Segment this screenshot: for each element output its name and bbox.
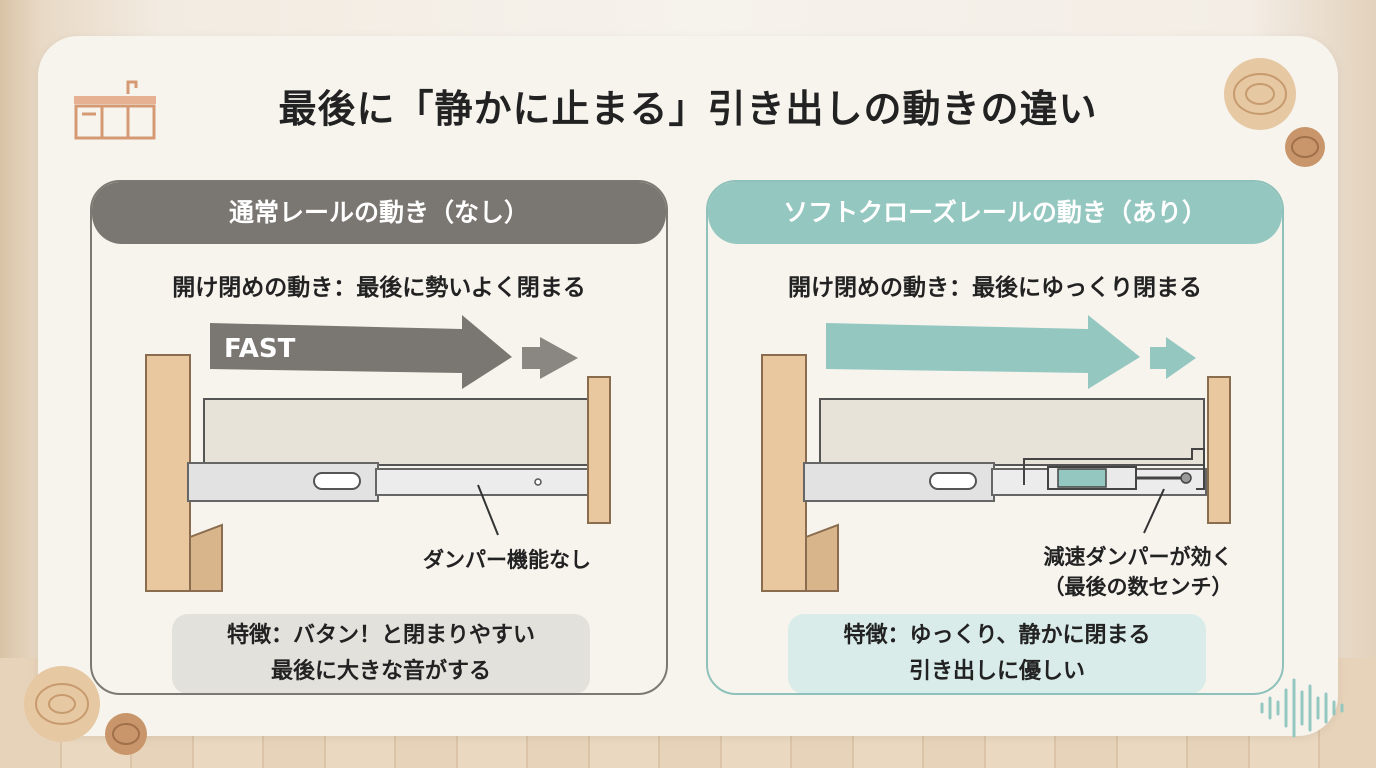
wall-shadow xyxy=(805,523,839,592)
drawer-front xyxy=(1207,376,1231,524)
soft-close-panel: ソフトクローズレールの動き（あり） 開け閉めの動き：最後にゆっくり閉まる 減速ダ… xyxy=(706,180,1284,695)
wood-slice-icon xyxy=(1224,58,1296,130)
normal-rail-feature: 特徴：バタン！と閉まりやすい 最後に大きな音がする xyxy=(172,614,590,693)
wall-shadow xyxy=(189,523,223,592)
wood-slice-small-icon xyxy=(1285,127,1325,167)
rail-slot xyxy=(929,472,977,490)
damper-callout: 減速ダンパーが効く （最後の数センチ） xyxy=(1018,542,1258,602)
cabinet-wall xyxy=(145,354,191,592)
damper-callout-line1: 減速ダンパーが効く xyxy=(1043,545,1233,569)
soft-feature-line2: 引き出しに優しい xyxy=(908,659,1085,684)
normal-feature-line1: 特徴：バタン！と閉まりやすい xyxy=(226,623,535,648)
fast-label: FAST xyxy=(224,334,296,364)
damper-pivot xyxy=(1180,472,1192,484)
drawer-box xyxy=(819,398,1205,466)
soft-close-diagram xyxy=(761,315,1231,592)
soft-close-subtitle: 開け閉めの動き：最後にゆっくり閉まる xyxy=(788,275,1202,301)
slow-arrow xyxy=(826,315,1140,389)
normal-rail-header: 通常レールの動き（なし） xyxy=(92,182,666,244)
no-damper-callout: ダンパー機能なし xyxy=(423,548,591,572)
damper-fluid xyxy=(1057,468,1107,488)
damper-bracket xyxy=(1023,448,1205,490)
fast-arrow xyxy=(210,315,512,389)
small-arrow-teal xyxy=(1150,337,1196,379)
small-arrow xyxy=(522,337,578,379)
normal-rail-subtitle: 開け閉めの動き：最後に勢いよく閉まる xyxy=(172,275,586,301)
rail-slot xyxy=(313,472,361,490)
rail-screw xyxy=(534,478,542,486)
damper-callout-line2: （最後の数センチ） xyxy=(1043,575,1233,599)
normal-rail-diagram xyxy=(145,315,611,592)
sound-wave-icon xyxy=(1260,678,1344,738)
normal-feature-line2: 最後に大きな音がする xyxy=(270,659,491,684)
drawer-front xyxy=(587,376,611,524)
cabinet-wall xyxy=(761,354,807,592)
callout-line xyxy=(477,484,499,536)
wood-slice-bottom-small-icon xyxy=(105,713,147,755)
soft-close-header: ソフトクローズレールの動き（あり） xyxy=(708,182,1282,244)
drawer-box xyxy=(203,398,589,466)
soft-close-feature: 特徴：ゆっくり、静かに閉まる 引き出しに優しい xyxy=(788,614,1206,693)
kitchen-sink-icon xyxy=(74,80,156,140)
soft-feature-line1: 特徴：ゆっくり、静かに閉まる xyxy=(843,623,1151,648)
callout-line xyxy=(1143,488,1165,534)
page-title: 最後に「静かに止まる」引き出しの動きの違い xyxy=(278,87,1098,131)
normal-rail-panel: 通常レールの動き（なし） 開け閉めの動き：最後に勢いよく閉まる FAST ダンパ… xyxy=(90,180,668,695)
inner-rail xyxy=(375,468,591,496)
wood-slice-bottom-icon xyxy=(24,666,100,742)
